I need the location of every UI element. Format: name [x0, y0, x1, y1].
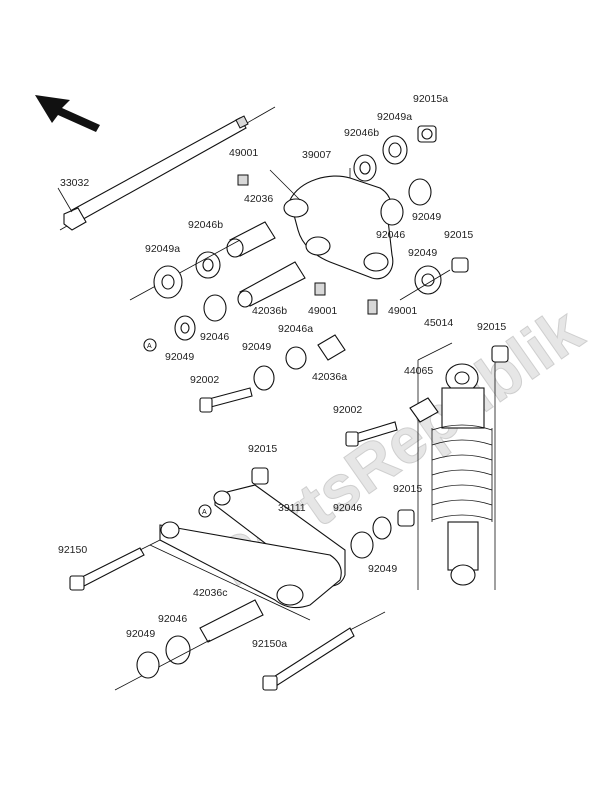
tie-rod-39111: [149, 484, 346, 621]
label-33032: 33032: [60, 177, 89, 189]
bushing-92046-bottom: [165, 635, 191, 665]
bushing-92046-lower: [350, 531, 374, 559]
bolt-92002-left: [199, 387, 253, 413]
seal-92049a-left: [129, 239, 241, 301]
label-92049-r1: 92049: [412, 211, 441, 223]
collar-42036: [226, 221, 276, 258]
label-92002-left: 92002: [190, 374, 219, 386]
rocker-arm-39007: [269, 168, 394, 280]
grease-nipple-49001-right: [367, 299, 378, 315]
label-92015a: 92015a: [413, 93, 448, 105]
label-92046b-left: 92046b: [188, 219, 223, 231]
bushing-92046-left: [203, 294, 227, 322]
pivot-shaft-33032: [57, 106, 276, 231]
bolt-92150: [69, 539, 161, 591]
ref-marker-a-lower: A: [198, 504, 212, 518]
label-92049-bottom: 92049: [126, 628, 155, 640]
bolt-92150a: [262, 611, 386, 691]
collar-92015-mid: [251, 467, 269, 485]
label-92015-r1: 92015: [444, 229, 473, 241]
label-92049-lower: 92049: [368, 563, 397, 575]
seal-92049-right-upper: [408, 178, 432, 206]
label-92046-lower: 92046: [333, 502, 362, 514]
bushing-92046-right: [380, 198, 404, 226]
collar-42036a: [317, 334, 346, 361]
label-92049-left: 92049: [165, 351, 194, 363]
seal-92049-mid: [253, 365, 275, 391]
label-92002-right: 92002: [333, 404, 362, 416]
seal-92049-right-lower: [399, 265, 451, 301]
svg-text:A: A: [147, 343, 152, 350]
label-42036c: 42036c: [193, 587, 227, 599]
label-92150a: 92150a: [252, 638, 287, 650]
label-49001-mid: 49001: [308, 305, 337, 317]
label-92049a-top: 92049a: [377, 111, 412, 123]
label-45014: 45014: [424, 317, 453, 329]
label-92046a: 92046a: [278, 323, 313, 335]
label-42036b: 42036b: [252, 305, 287, 317]
collar-92015-right: [451, 257, 469, 273]
bolt-92002-right: [345, 421, 398, 447]
collar-92015-top-shock: [491, 345, 509, 363]
label-39007: 39007: [302, 149, 331, 161]
shock-absorber-45014: [417, 342, 496, 590]
label-92046b-top: 92046b: [344, 127, 379, 139]
label-42036: 42036: [244, 193, 273, 205]
label-92015-r2: 92015: [477, 321, 506, 333]
bushing-92046b-top: [353, 154, 377, 182]
label-92046-bottom: 92046: [158, 613, 187, 625]
label-42036a: 42036a: [312, 371, 347, 383]
bushing-92046b-left: [195, 251, 221, 279]
label-92150: 92150: [58, 544, 87, 556]
label-39111: 39111: [278, 502, 306, 514]
label-92015-mid: 92015: [248, 443, 277, 455]
label-44065: 44065: [404, 365, 433, 377]
label-92049a-left: 92049a: [145, 243, 180, 255]
seal-92049-lower: [372, 516, 392, 540]
label-92015-lower: 92015: [393, 483, 422, 495]
front-direction-arrow-icon: [35, 95, 100, 132]
grease-nipple-49001-mid: [314, 282, 326, 296]
label-49001-top: 49001: [229, 147, 258, 159]
collar-92015-lower: [397, 509, 415, 527]
collar-44065: [409, 397, 439, 423]
collar-42036c: [199, 599, 264, 643]
label-92046-r1: 92046: [376, 229, 405, 241]
seal-92049-bottom: [114, 639, 211, 691]
label-92049-r2: 92049: [408, 247, 437, 259]
label-92049-mid: 92049: [242, 341, 271, 353]
bushing-92046a: [285, 346, 307, 370]
ref-marker-a-upper: A: [143, 338, 157, 352]
collar-42036b: [237, 261, 306, 308]
collar-92015a: [417, 125, 437, 143]
seal-92049-left: [174, 315, 196, 341]
label-49001-right: 49001: [388, 305, 417, 317]
seal-92049a-top: [382, 135, 408, 165]
svg-text:A: A: [202, 509, 207, 516]
label-92046-left: 92046: [200, 331, 229, 343]
grease-nipple-49001-top: [237, 174, 249, 186]
